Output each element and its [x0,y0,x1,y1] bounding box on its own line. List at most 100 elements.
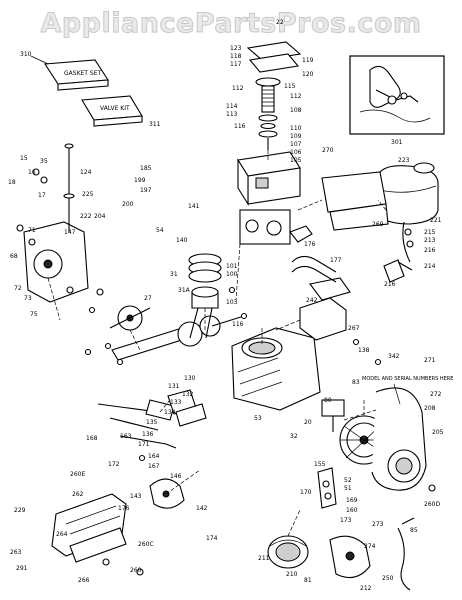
label-160: 160 [346,507,358,514]
label-53: 53 [254,415,262,422]
label-229: 229 [14,507,26,514]
label-205: 205 [432,429,444,436]
label-212: 212 [360,585,372,592]
fuel-tank[interactable] [377,162,439,225]
label-225: 225 [82,191,94,198]
label-108: 108 [290,107,302,114]
label-116: 116 [234,123,246,130]
gasket-set-packet-text: GASKET SET [64,70,101,77]
label-112: 112 [232,85,244,92]
valve-stack[interactable] [246,41,302,150]
label-310: 310 [20,51,32,58]
muffler[interactable] [299,277,351,341]
label-75: 75 [30,311,38,318]
label-103: 103 [226,299,238,306]
starter-pulley[interactable] [329,535,371,579]
label-270: 270 [322,147,334,154]
cylinder-block[interactable] [231,327,321,411]
label-171: 171 [138,441,150,448]
breather-assembly[interactable] [167,389,207,427]
label-35: 35 [40,158,48,165]
label-174: 174 [206,535,218,542]
model-serial-note: MODEL AND SERIAL NUMBERS HERE [362,376,453,382]
label-213: 213 [424,237,436,244]
label-140: 140 [176,237,188,244]
tank-bracket[interactable] [321,171,389,231]
label-130: 130 [184,375,196,382]
starter-bracket[interactable] [317,467,337,509]
label-83: 83 [352,379,360,386]
label-112b: 112 [290,93,302,100]
label-51: 51 [344,485,352,492]
valve-kit-packet[interactable]: VALVE KIT [81,95,143,127]
fasteners [16,168,436,576]
label-199: 199 [134,177,146,184]
label-214: 214 [424,263,436,270]
label-177: 177 [330,257,342,264]
label-80: 80 [324,397,332,404]
label-101: 101 [226,263,238,270]
label-168: 168 [86,435,98,442]
dipstick-tube[interactable] [63,143,75,232]
ignition-coil[interactable] [321,399,345,432]
blower-housing[interactable] [371,387,427,491]
inset-detail-box [349,55,445,135]
exhaust-pipe[interactable] [291,255,337,283]
throttle-control[interactable] [383,259,413,283]
label-109: 109 [290,133,302,140]
label-71: 71 [28,227,36,234]
label-120: 120 [302,71,314,78]
label-163: 163 [120,433,132,440]
label-143: 143 [130,493,142,500]
label-273: 273 [372,521,384,528]
label-106: 106 [290,149,302,156]
label-208: 208 [424,405,436,412]
label-301: 301 [391,139,403,146]
label-266: 266 [78,577,90,584]
label-113: 113 [226,111,238,118]
starter-rope[interactable] [397,517,415,591]
label-169: 169 [346,497,358,504]
label-260d: 260D [424,501,440,508]
label-32: 32 [290,433,298,440]
crankshaft[interactable] [111,315,245,361]
label-176: 176 [304,241,316,248]
label-200: 200 [122,201,134,208]
label-105: 105 [290,157,302,164]
label-211: 211 [258,555,270,562]
label-31a: 31A [178,287,191,294]
label-216: 216 [424,247,436,254]
recoil-starter[interactable] [267,535,309,569]
valve-kit-packet-text: VALVE KIT [100,105,130,112]
label-116b: 116 [232,321,244,328]
label-117: 117 [230,61,242,68]
label-81: 81 [304,577,312,584]
gasket-set-packet[interactable]: GASKET SET [44,59,109,91]
piston-assembly[interactable] [188,253,222,339]
label-132: 132 [182,391,194,398]
label-146: 146 [170,473,182,480]
base-plate[interactable] [51,493,127,563]
label-118: 118 [230,53,242,60]
label-260e: 260E [70,471,85,478]
label-204: 204 [94,213,106,220]
governor-linkage[interactable] [97,399,177,449]
camshaft-gear[interactable] [109,305,151,331]
label-271: 271 [424,357,436,364]
label-136: 136 [142,431,154,438]
label-197: 197 [140,187,152,194]
label-215: 215 [424,229,436,236]
label-216b: 216 [384,281,396,288]
label-222: 222 [80,213,92,220]
label-269: 269 [372,221,384,228]
label-311: 311 [149,121,161,128]
crankcase-cover[interactable] [23,221,89,303]
carburetor[interactable] [237,151,313,245]
label-72: 72 [14,285,22,292]
label-138: 138 [358,347,370,354]
label-16: 16 [28,169,36,176]
fuel-line[interactable] [402,221,414,263]
label-167: 167 [148,463,160,470]
label-141: 141 [188,203,200,210]
label-73: 73 [24,295,32,302]
